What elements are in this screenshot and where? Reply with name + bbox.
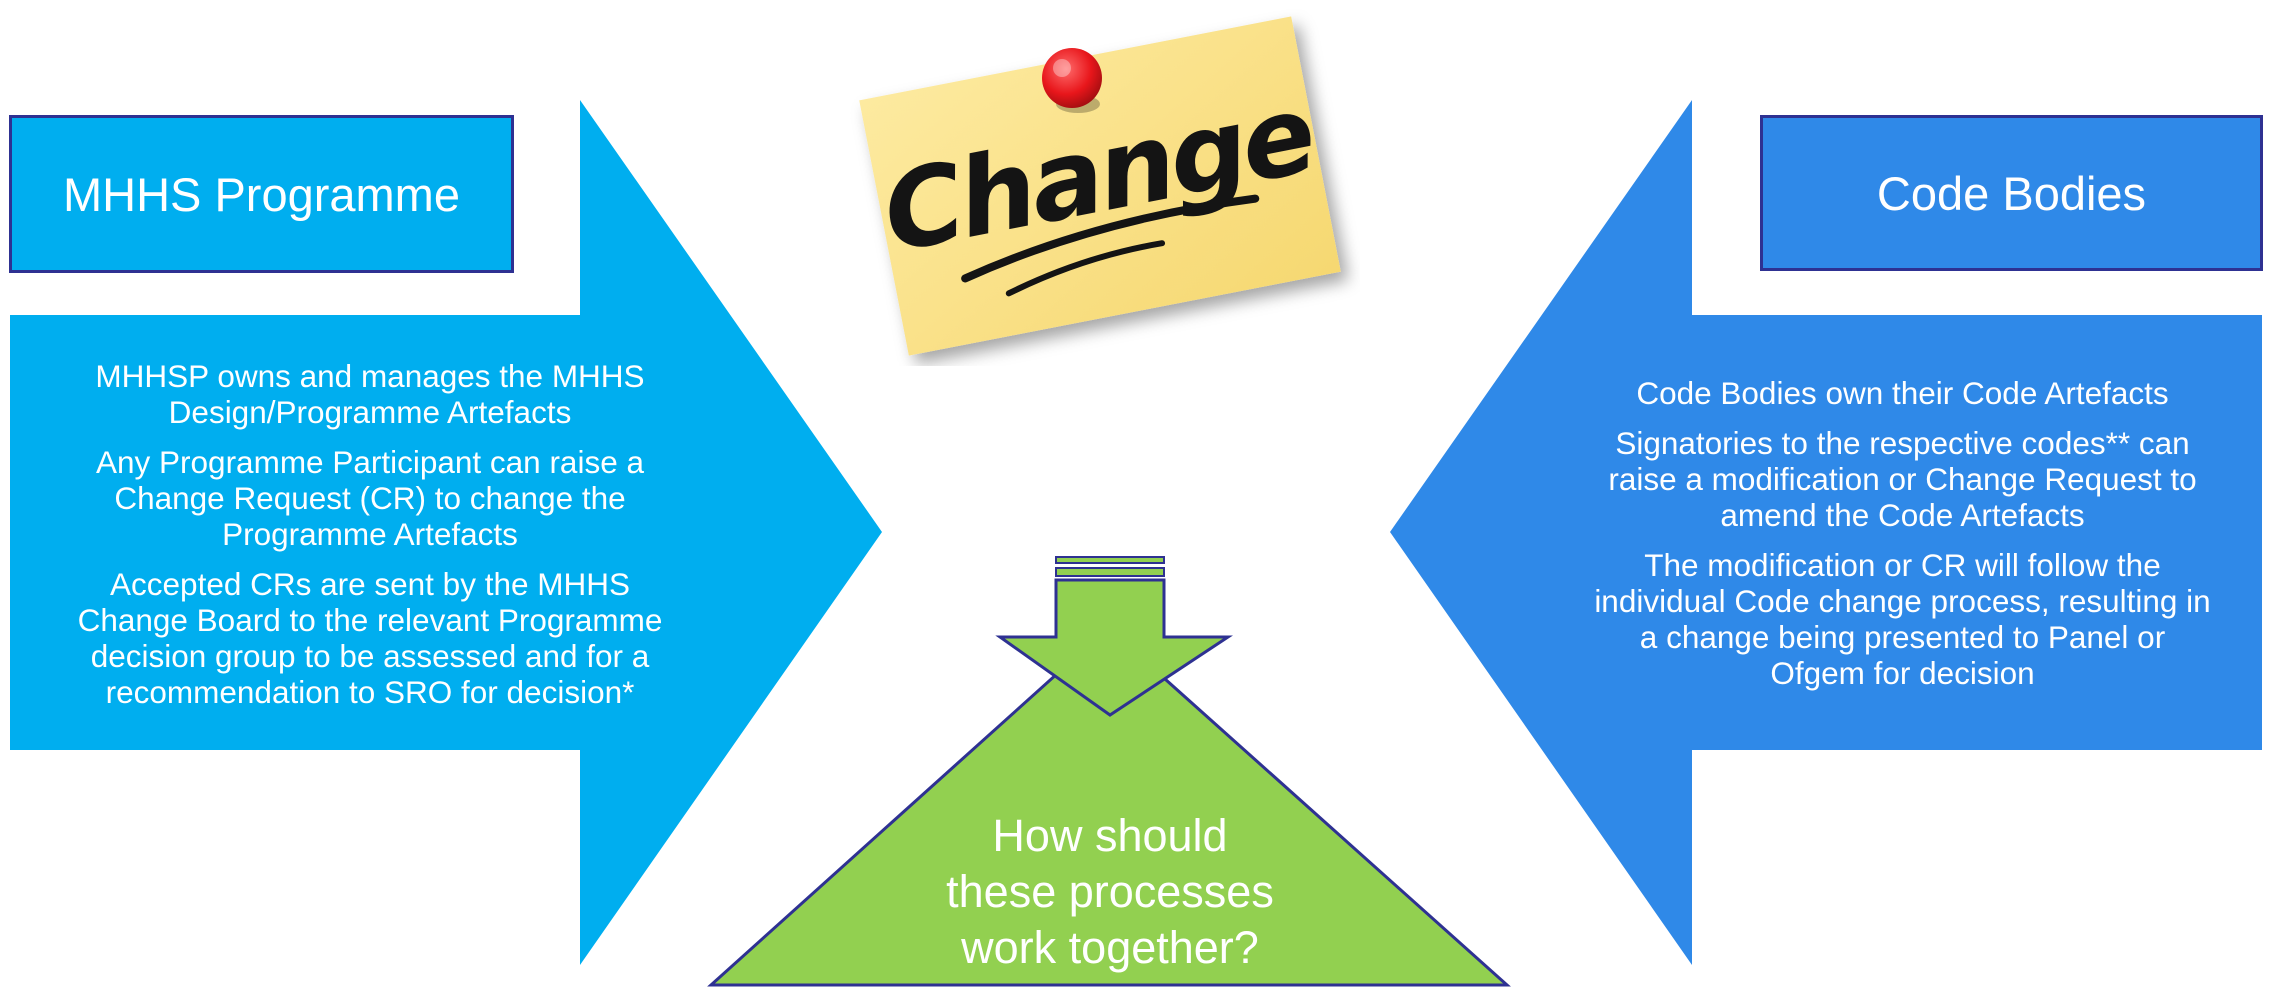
left-description: MHHSP owns and manages the MHHS Design/P… bbox=[30, 358, 710, 724]
center-question: How should these processes work together… bbox=[946, 810, 1274, 973]
left-paragraph: Accepted CRs are sent by the MHHS Change… bbox=[77, 566, 663, 710]
sticky-note-graphic: Change bbox=[859, 16, 1341, 356]
left-title-box: MHHS Programme bbox=[9, 115, 514, 273]
center-triangle bbox=[707, 625, 1511, 987]
sticky-note-underline bbox=[961, 194, 1260, 283]
right-description: Code Bodies own their Code Artefacts Sig… bbox=[1545, 375, 2260, 705]
right-title-box: Code Bodies bbox=[1760, 115, 2263, 271]
left-paragraph: Any Programme Participant can raise a Ch… bbox=[96, 444, 644, 552]
down-arrow bbox=[995, 556, 1233, 717]
left-title: MHHS Programme bbox=[63, 167, 460, 221]
right-paragraph: The modification or CR will follow the i… bbox=[1594, 547, 2211, 691]
left-paragraph: MHHSP owns and manages the MHHS Design/P… bbox=[95, 358, 645, 430]
pin-icon bbox=[1042, 48, 1102, 113]
right-paragraph: Signatories to the respective codes** ca… bbox=[1608, 425, 2197, 533]
change-sticky-note: Change bbox=[840, 6, 1360, 366]
right-title: Code Bodies bbox=[1876, 166, 2147, 220]
left-process-arrow bbox=[10, 100, 882, 965]
right-paragraph: Code Bodies own their Code Artefacts bbox=[1636, 375, 2169, 411]
right-process-arrow bbox=[1390, 100, 2262, 965]
